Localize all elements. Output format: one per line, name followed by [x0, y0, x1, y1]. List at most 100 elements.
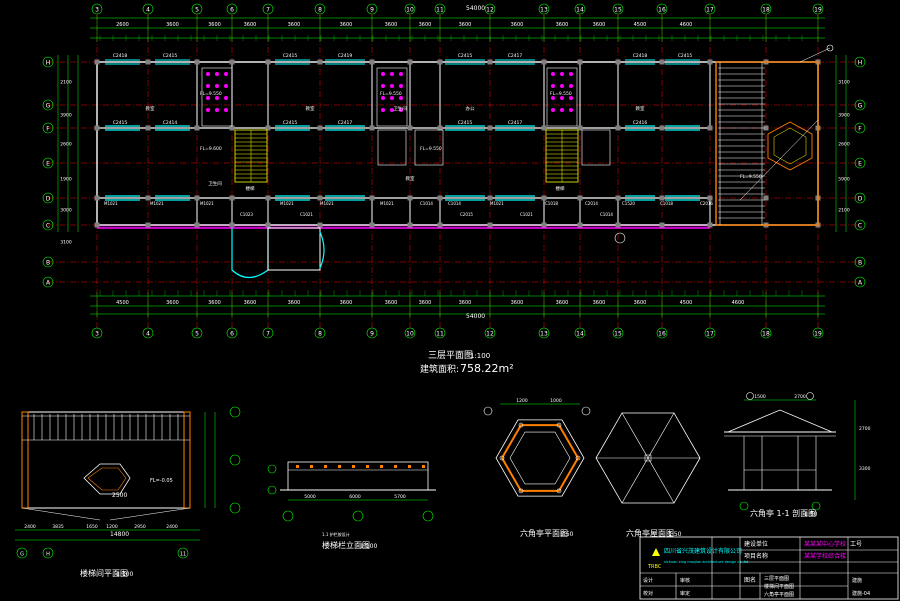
axis-label-top: 14 — [576, 7, 584, 14]
structural-column — [541, 125, 547, 131]
axis-label-bottom: 11 — [436, 331, 444, 338]
opening-label: M1021 — [380, 201, 394, 206]
hex-plan-column — [499, 455, 505, 461]
structural-column — [194, 222, 200, 228]
axis-label-bottom: 18 — [762, 331, 770, 338]
svg-text:TRBC: TRBC — [647, 564, 662, 570]
dim-text-bottom: 4500 — [680, 300, 693, 306]
axis-label-right: G — [858, 103, 863, 110]
dim-text-right: 5900 — [838, 177, 850, 183]
hex-roof-ridge — [621, 412, 675, 504]
structural-column — [145, 195, 151, 201]
axis-label-bottom: 4 — [146, 331, 150, 338]
structural-column — [615, 195, 621, 201]
hex-section-axis-bubble — [811, 501, 821, 511]
hex-pavilion-inner — [773, 127, 807, 165]
hex-roof-title: 六角亭屋面图 — [626, 528, 674, 538]
stair-plan-axis-bubble-r — [229, 502, 241, 514]
dim-text-bottom: 3600 — [593, 300, 606, 306]
structural-column — [194, 195, 200, 201]
dimension-lines: 2600450036003600360036003600360036003600… — [57, 15, 850, 318]
window-label: C2415 — [283, 120, 298, 126]
structural-column — [707, 59, 713, 65]
structural-column — [94, 59, 100, 65]
area-value: 758.22m² — [460, 362, 514, 375]
opening-label: C2014 — [585, 201, 598, 206]
axis-label-top: 13 — [540, 7, 548, 14]
structural-column — [94, 222, 100, 228]
area-label: 建筑面积: — [420, 363, 459, 375]
opening-label: M1021 — [490, 201, 504, 206]
elevation-axis-bubble-l — [267, 464, 277, 474]
hex-section-dim-text: 2700 — [794, 394, 806, 400]
axis-bubble-top — [812, 3, 824, 15]
hex-plan-column — [556, 488, 562, 494]
axis-label-top: 8 — [318, 7, 322, 14]
hex-plan-mark — [581, 406, 591, 416]
entrance-bay — [231, 228, 269, 279]
tb-field-job: 工号 — [850, 541, 862, 548]
axis-bubble-top — [262, 3, 274, 15]
hex-plan-outer — [495, 419, 585, 497]
tb-name-value-2: 楼梯间平面图 — [764, 583, 794, 590]
stair-plan-hex-inner — [87, 467, 127, 491]
dim-text-bottom: 3600 — [288, 300, 301, 306]
dim-text-right: 2100 — [838, 208, 850, 214]
stair-plan-scale: 1:100 — [116, 571, 133, 578]
axis-bubble-bottom — [704, 327, 716, 339]
section-mark — [826, 44, 834, 52]
elevation-post-cap — [352, 465, 355, 468]
stair-details — [231, 61, 819, 279]
hex-pavilion-plan — [767, 121, 813, 171]
structural-column — [707, 125, 713, 131]
dim-text-top: 3600 — [556, 22, 569, 28]
axis-label-right: A — [858, 280, 863, 287]
axis-label-top: 18 — [762, 7, 770, 14]
opening-label: C1021 — [300, 212, 313, 217]
axis-label-left: F — [46, 126, 50, 133]
axis-bubble-top — [704, 3, 716, 15]
room-label: 楼梯 — [556, 185, 565, 192]
elevation-dim-text: 5700 — [394, 494, 406, 500]
window-label: C2415 — [113, 120, 128, 126]
structural-column — [763, 125, 769, 131]
structural-column — [369, 222, 375, 228]
room-label: 教室 — [146, 105, 155, 112]
axis-bubble-bottom — [404, 327, 416, 339]
structural-column — [437, 125, 443, 131]
axis-bubble-right — [854, 192, 866, 204]
stair-plan-axis-bubble — [42, 547, 54, 559]
structural-column — [577, 59, 583, 65]
toilet-fixture — [381, 96, 385, 100]
structural-column — [615, 222, 621, 228]
dim-text-bottom: 3600 — [459, 300, 472, 306]
toilet-fixture — [551, 84, 555, 88]
axis-label-bottom: 6 — [230, 331, 234, 338]
axis-bubble-top — [574, 3, 586, 15]
axis-bubble-right — [854, 99, 866, 111]
company-name: 四川省兴茂建筑设计有限公司 — [664, 547, 742, 555]
structural-column — [369, 125, 375, 131]
structural-column — [615, 125, 621, 131]
structural-column — [265, 222, 271, 228]
tb-discipline: 建施 — [852, 577, 862, 584]
level-label: FL=9.550 — [550, 91, 572, 97]
axis-bubble-top — [91, 3, 103, 15]
opening-label: M1021 — [320, 201, 334, 206]
stair-plan-hex — [83, 463, 131, 495]
company-name-en: sichuan xing maojian architecture design… — [664, 560, 748, 564]
hex-plan-dim-text: 1000 — [550, 398, 562, 404]
dim-text-top: 3600 — [459, 22, 472, 28]
toilet-fixture — [399, 96, 403, 100]
tb-project-value: 某某学校综合楼 — [804, 552, 846, 560]
axis-bubble-left — [42, 256, 54, 268]
toilet-fixture — [206, 108, 210, 112]
total-dim-top: 54000 — [466, 5, 485, 12]
hex-roof-apex — [644, 454, 652, 462]
toilet-fixture — [569, 108, 573, 112]
toilet-fixture — [569, 72, 573, 76]
opening-label: C1014 — [420, 201, 433, 206]
axis-label-bottom: 14 — [576, 331, 584, 338]
room-label: 教室 — [406, 175, 415, 182]
dim-text-bottom: 3600 — [208, 300, 221, 306]
